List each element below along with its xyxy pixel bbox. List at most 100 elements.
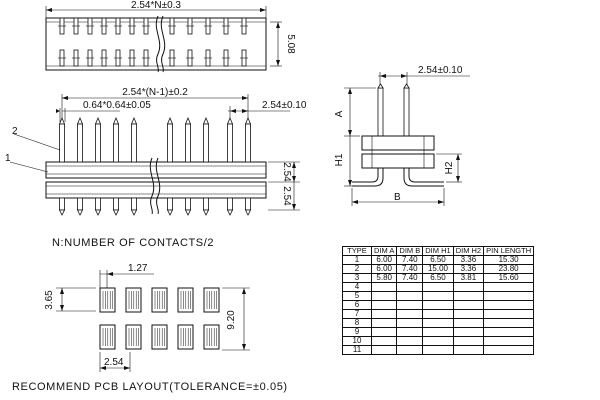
pcb-pitch-bottom: 2.54	[104, 357, 124, 368]
front-pin-bottom	[94, 209, 102, 216]
front-pin-lower	[167, 197, 173, 211]
table-cell	[483, 327, 535, 337]
front-view: 2.54*(N-1)±0.2 0.64*0.64±0.05 2.54±0.10 …	[5, 87, 307, 216]
pcb-pad	[203, 324, 220, 350]
front-pin-bottom	[130, 209, 138, 216]
table-cell	[370, 309, 398, 319]
contacts-note: N:NUMBER OF CONTACTS/2	[52, 237, 214, 249]
front-pin-lower	[245, 197, 251, 211]
front-pin-tip	[112, 116, 120, 125]
front-pin-bottom	[112, 209, 120, 216]
table-cell: 3.81	[452, 273, 485, 283]
table-cell: 11	[342, 345, 372, 355]
front-pin-lower	[203, 197, 209, 211]
table-cell	[370, 300, 398, 310]
top-overall-dim: 2.54*N±0.3	[131, 0, 181, 11]
table-cell	[452, 309, 485, 319]
table-cell	[396, 291, 424, 301]
callout-1: 1	[5, 153, 11, 164]
table-cell	[370, 282, 398, 292]
front-pin-lower	[185, 197, 191, 211]
front-end-pitch-dim: 2.54±0.10	[262, 100, 307, 111]
front-pin-upper	[245, 123, 251, 163]
pcb-pitch-top: 1.27	[128, 263, 148, 274]
front-pin-upper	[227, 123, 233, 163]
top-height-dim: 5.08	[285, 34, 296, 54]
front-pin-bottom	[202, 209, 210, 216]
table-cell: 7.40	[396, 273, 424, 283]
table-cell	[422, 291, 454, 301]
table-cell	[370, 327, 398, 337]
front-pin-tip	[226, 116, 234, 125]
spec-table: TYPE DIM A DIM B DIM H1 DIM H2 PIN LENGT…	[342, 246, 535, 355]
front-row-dim-1: 2.54	[281, 162, 292, 182]
table-cell	[483, 309, 535, 319]
table-cell	[483, 291, 535, 301]
pcb-pad	[99, 324, 116, 350]
table-cell	[396, 318, 424, 328]
table-cell	[483, 318, 535, 328]
table-cell	[422, 345, 454, 355]
table-cell	[370, 345, 398, 355]
table-cell	[483, 345, 535, 355]
front-pin-lower	[131, 197, 137, 211]
front-pin-bottom	[184, 209, 192, 216]
callout-2: 2	[12, 126, 18, 137]
table-cell	[483, 300, 535, 310]
front-pin-upper	[131, 123, 137, 163]
table-row: 5	[342, 291, 535, 301]
top-view: 2.54*N±0.3 5.08	[45, 0, 296, 73]
front-pin-lower	[77, 197, 83, 211]
table-cell	[396, 309, 424, 319]
table-cell	[422, 300, 454, 310]
table-cell	[452, 291, 485, 301]
pcb-pad	[151, 287, 168, 313]
front-pin-bottom	[166, 209, 174, 216]
front-pin-bottom	[226, 209, 234, 216]
table-cell	[422, 318, 454, 328]
front-pin-bottom	[76, 209, 84, 216]
side-view: 2.54±0.10 A H1 H2	[334, 65, 470, 206]
table-cell: 6.50	[422, 273, 454, 283]
front-pin-lower	[95, 197, 101, 211]
pcb-pads	[99, 287, 220, 350]
table-cell	[422, 309, 454, 319]
table-row: 9	[342, 327, 535, 337]
table-cell	[396, 327, 424, 337]
front-pin-lower	[59, 197, 65, 211]
pcb-pad	[125, 324, 142, 350]
front-pin-upper	[59, 123, 65, 163]
table-row: 10	[342, 336, 535, 346]
table-cell	[396, 300, 424, 310]
front-pin-upper	[167, 123, 173, 163]
table-row: 11	[342, 345, 535, 355]
front-view-pins	[58, 116, 252, 216]
pcb-pad	[151, 324, 168, 350]
table-row: 4	[342, 282, 535, 292]
table-cell	[422, 282, 454, 292]
table-cell	[396, 336, 424, 346]
table-cell	[452, 336, 485, 346]
table-cell	[452, 327, 485, 337]
front-pin-tip	[202, 116, 210, 125]
table-cell	[396, 345, 424, 355]
pcb-pad	[177, 324, 194, 350]
front-pin-tip	[130, 116, 138, 125]
table-row: 6	[342, 300, 535, 310]
side-pitch-dim: 2.54±0.10	[418, 65, 463, 76]
front-pin-tip	[76, 116, 84, 125]
table-cell	[452, 300, 485, 310]
front-pin-lower	[113, 197, 119, 211]
front-pin-upper	[203, 123, 209, 163]
front-pin-upper	[185, 123, 191, 163]
front-pin-bottom	[58, 209, 66, 216]
table-cell	[452, 345, 485, 355]
front-pin-lower	[227, 197, 233, 211]
side-label-h1: H1	[334, 153, 345, 166]
table-cell	[452, 282, 485, 292]
front-pin-upper	[95, 123, 101, 163]
